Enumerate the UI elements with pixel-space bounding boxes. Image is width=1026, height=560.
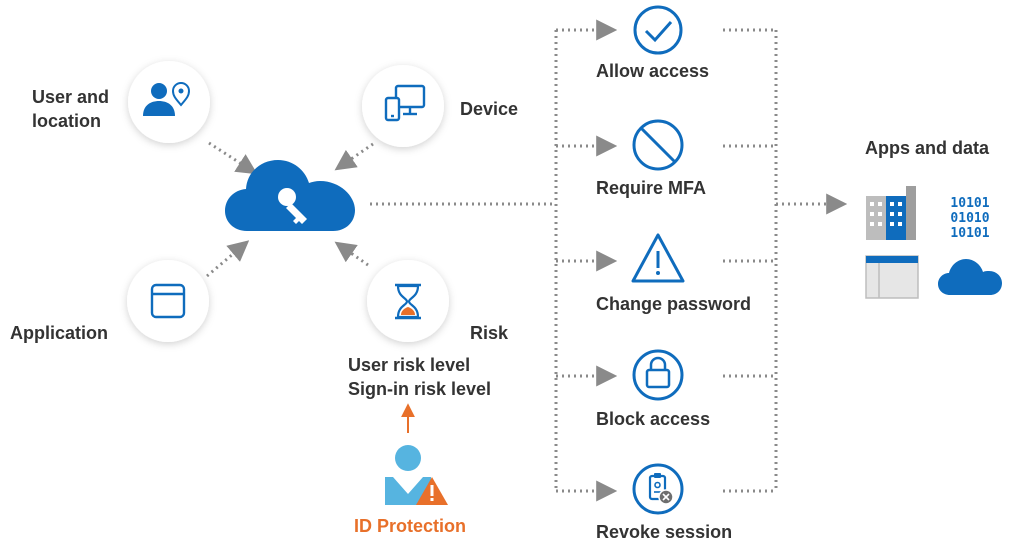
decision-revoke-icon-wrap [632,463,684,515]
svg-text:10101: 10101 [950,226,989,241]
decision-block-label: Block access [596,409,711,429]
building-icon [866,186,916,240]
decision-block-icon-wrap [632,349,684,401]
decision-password-icon-wrap [631,233,685,283]
connector-risk [334,241,369,267]
device-node [362,65,444,147]
risk-node [367,260,449,342]
revoke-session-icon [632,463,684,515]
hourglass-icon [395,283,421,320]
application-window-icon [150,283,186,319]
device-icon [384,84,426,122]
decision-revoke-label: Revoke session [596,522,733,542]
id-protection-label: ID Protection [354,516,467,536]
user-location-node [128,61,210,143]
risk-detail-label: User risk level Sign-in risk level [348,355,492,399]
apps-and-data-label: Apps and data [865,138,990,158]
binary-data-icon: 10101 01010 10101 [950,196,989,241]
id-protection-person-warning-icon [385,445,448,505]
input-connectors [206,141,374,278]
user-location-icon [143,82,191,116]
svg-text:10101: 10101 [950,196,989,211]
decision-mfa-icon-wrap [632,119,684,171]
risk-label: Risk [470,323,509,343]
cloud-key-icon [225,160,355,231]
decision-bus [370,19,848,502]
checkmark-icon [633,5,683,55]
connector-application [206,240,250,278]
application-node [127,260,209,342]
engine-cloud [225,160,355,231]
lock-icon [632,349,684,401]
warning-triangle-icon [631,233,685,283]
connector-device [334,142,374,171]
connector-user-location [208,141,258,175]
svg-text:01010: 01010 [950,211,989,226]
cloud-icon [938,259,1002,295]
decision-allow-icon-wrap [633,5,683,55]
decision-mfa-label: Require MFA [596,178,707,198]
decision-allow-label: Allow access [596,61,710,81]
user-location-label: User and location [32,87,110,131]
decision-password-label: Change password [596,294,752,314]
device-label: Device [460,99,519,119]
app-window-icon [865,255,919,299]
prohibited-icon [632,119,684,171]
application-label: Application [10,323,108,343]
